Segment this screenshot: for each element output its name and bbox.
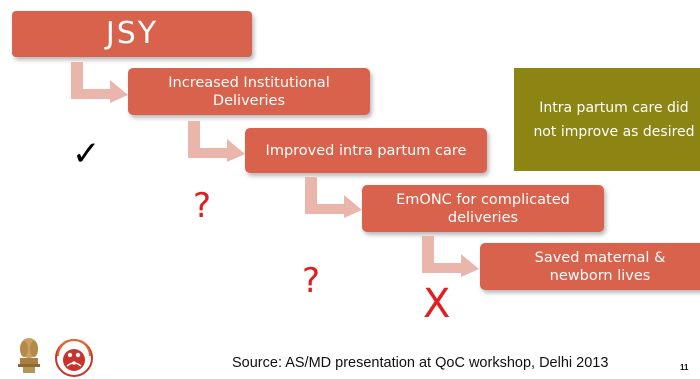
checkmark-icon: ✓: [72, 134, 101, 174]
elbow-arrow-3: [305, 177, 362, 218]
saved-lives-box: Saved maternal & newborn lives: [480, 243, 700, 290]
increased-institutional-deliveries-box: Increased Institutional Deliveries: [128, 68, 370, 115]
step3-label: EmONC for complicated deliveries: [396, 191, 570, 226]
question-mark-2: ?: [302, 261, 321, 301]
note-text: Intra partum care did not improve as des…: [533, 99, 695, 140]
jsy-box: JSY: [12, 11, 252, 57]
source-citation: Source: AS/MD presentation at QoC worksh…: [232, 355, 609, 371]
note-box: Intra partum care did not improve as des…: [514, 68, 700, 171]
step4-label: Saved maternal & newborn lives: [534, 249, 666, 284]
jsy-label: JSY: [105, 16, 159, 51]
national-emblem-icon: [18, 338, 40, 373]
emonc-box: EmONC for complicated deliveries: [362, 185, 604, 232]
step2-label: Improved intra partum care: [265, 142, 467, 159]
step1-label: Increased Institutional Deliveries: [168, 74, 330, 109]
improved-intra-partum-care-box: Improved intra partum care: [245, 128, 487, 173]
elbow-arrow-2: [188, 121, 245, 162]
elbow-arrow-4: [422, 236, 479, 277]
cross-mark: X: [423, 281, 451, 327]
national-health-mission-logo: [55, 339, 93, 377]
elbow-arrow-1: [71, 62, 128, 103]
question-mark-1: ?: [193, 186, 212, 226]
page-number: 11: [680, 363, 689, 372]
